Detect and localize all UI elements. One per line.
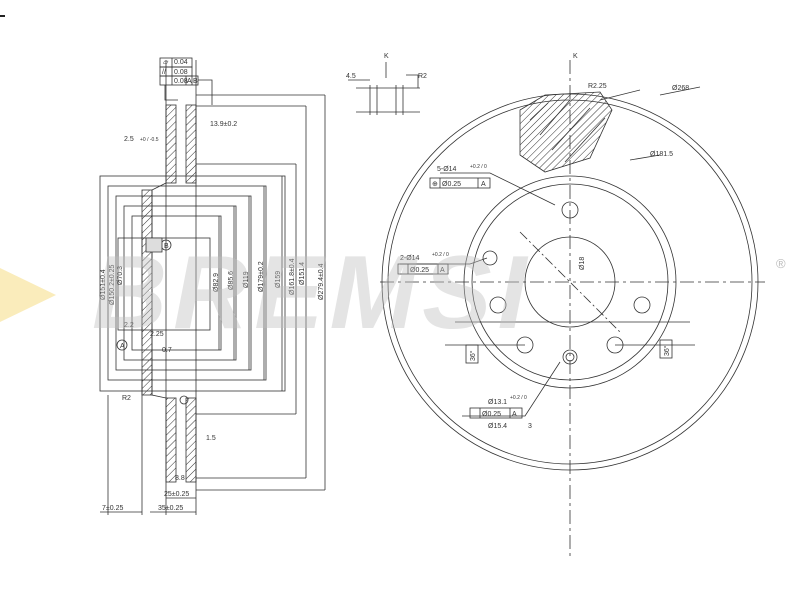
outer-radius-label: Ø268 (672, 85, 689, 92)
d150-label: Ø150.2±0.25 (109, 264, 116, 305)
bolt-pos-symbol: ⊕ (432, 181, 438, 188)
detail-k-label: K (384, 53, 389, 60)
pin-pos-datum: A (440, 267, 445, 274)
d119-label: Ø119 (243, 271, 250, 288)
parallel-symbol: // (162, 69, 166, 76)
detail-k-radius: R2 (418, 73, 427, 80)
inner-ring-label: Ø181.5 (650, 151, 673, 158)
section-mark-k: K (573, 53, 578, 60)
pcd-outer-label: Ø161.8±0.4 (289, 258, 296, 295)
bolt-holes-label: 5-Ø14 (437, 166, 457, 173)
thread-hole-label: Ø13.1 (488, 399, 507, 406)
d179-label: Ø179±0.2 (258, 261, 265, 292)
thread-pos-tol: Ø0.25 (482, 411, 501, 418)
d85-label: Ø85.6 (228, 271, 235, 290)
bolt-pos-tol: Ø0.25 (442, 181, 461, 188)
small-dim-22: 2.2 (124, 322, 134, 329)
friction-ring-top-left (165, 104, 177, 184)
small-dim-225: 2.25 (150, 331, 164, 338)
cbore-label: Ø15.4 (488, 423, 507, 430)
brand-triangle-icon (0, 268, 56, 322)
parallel-tol: 0.08 (174, 69, 188, 76)
registered-mark-icon: ® (776, 256, 786, 271)
datum-a-label: A (120, 343, 125, 350)
outer-diameter-label: Ø279.4±0.4 (318, 263, 325, 300)
radius-r2-label: R2 (122, 395, 131, 402)
bolt-hole-3 (633, 296, 651, 314)
vent-radius-label: R2.25 (588, 83, 607, 90)
center-hole-label: Ø18 (579, 257, 586, 270)
front-labels: K Ø268 R2.25 Ø181.5 5-Ø14 +0.2 / 0 ⊕ Ø0.… (400, 53, 689, 430)
friction-ring-bottom-left (165, 397, 177, 483)
pin-hole-1 (482, 250, 498, 266)
d159-label: Ø159 (275, 271, 282, 288)
height-label: 35±0.25 (158, 505, 183, 512)
angle-right-label: 36° (663, 345, 671, 356)
thickness-label: 13.9±0.2 (210, 121, 237, 128)
brand-watermark: BREMSI (92, 235, 533, 351)
thread-pos-datum: A (512, 411, 517, 418)
angle-label: 1.5 (206, 435, 216, 442)
hat-diameter-label: Ø151±0.4 (100, 269, 107, 300)
detail-k (348, 62, 420, 115)
cbore-depth: 3 (528, 423, 532, 430)
front-view (380, 60, 765, 560)
runout-datum-a: A (187, 78, 192, 85)
pin-holes-tol: +0.2 / 0 (432, 252, 449, 258)
flatness-tol: 0.04 (174, 59, 188, 66)
bolt-hole-2 (489, 296, 507, 314)
flatness-symbol: ▱ (163, 59, 169, 66)
left-offset-label: 7±0.25 (102, 505, 123, 512)
runout-tol: 0.08 (174, 78, 188, 85)
min-thickness-label: 8.8 (175, 475, 185, 482)
friction-ring-top-right (185, 104, 197, 184)
small-dim-07: 0.7 (162, 347, 172, 354)
d-hub-label: Ø151.4 (299, 262, 306, 285)
pin-holes-label: 2-Ø14 (400, 255, 420, 262)
angle-left-label: 36° (469, 350, 477, 361)
d82-label: Ø82.9 (213, 273, 220, 292)
friction-ring-bottom-right (185, 397, 197, 483)
chamfer-label: 2.5 (124, 136, 134, 143)
pin-pos-tol: Ø0.25 (410, 267, 429, 274)
bolt-pos-datum: A (481, 181, 486, 188)
disc-thickness-label: 25±0.25 (164, 491, 189, 498)
datum-b-label: B (164, 243, 169, 250)
thread-hole-tol: +0.2 / 0 (510, 395, 527, 401)
center-diameter-label: Ø70.3 (117, 266, 124, 285)
bolt-holes-tol: +0.2 / 0 (470, 164, 487, 170)
section-view (99, 57, 326, 515)
section-labels: 0.04 ▱ 0.08 // 0.08 A B 2.5 +0 / -0.5 13… (100, 59, 325, 512)
runout-datum-b: B (193, 78, 198, 85)
chamfer-tol: +0 / -0.5 (140, 137, 159, 143)
detail-k-width: 4.5 (346, 73, 356, 80)
